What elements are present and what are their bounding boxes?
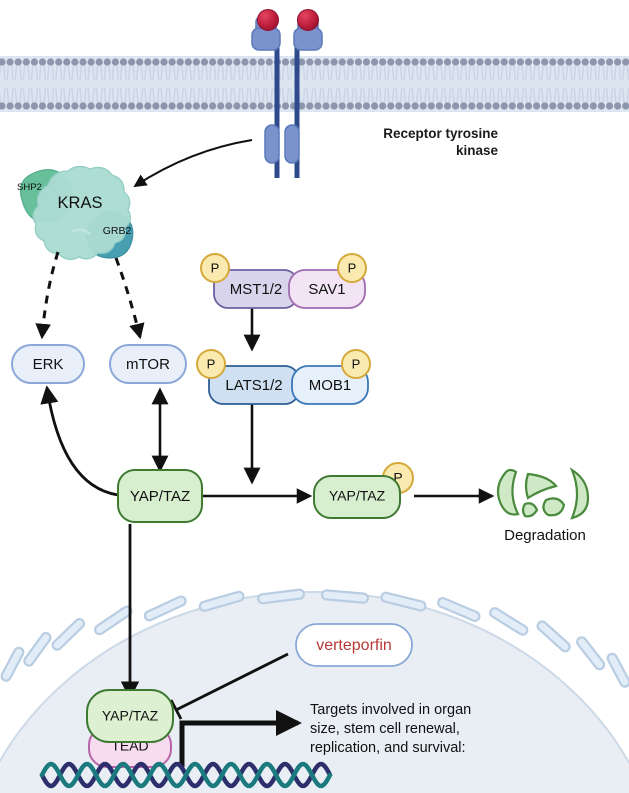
receptor-label-line1: Receptor tyrosine: [383, 126, 498, 141]
svg-text:mTOR: mTOR: [126, 356, 170, 373]
phospho-badge-mst: P: [200, 253, 230, 283]
svg-text:verteporfin: verteporfin: [316, 637, 392, 654]
nuclear-pores: [0, 588, 629, 688]
inhibition-bar: [169, 699, 183, 720]
receptor-tyrosine-kinase: [251, 9, 323, 178]
edge-rtk-to-kras: [133, 139, 253, 188]
targets-line1: Targets involved in organ: [310, 702, 471, 718]
kras-complex: [19, 165, 134, 261]
node-yaptaz-cytoplasmic[interactable]: YAP/TAZ: [117, 469, 203, 523]
svg-text:P: P: [207, 356, 216, 371]
degradation-icon: [496, 467, 590, 520]
edges: [35, 139, 495, 767]
kras-blob: [32, 165, 132, 261]
svg-text:P: P: [393, 470, 402, 486]
targets-line3: replication, and survival:: [310, 740, 466, 756]
degradation-label: Degradation: [504, 527, 586, 544]
svg-text:MOB1: MOB1: [309, 377, 352, 394]
node-yaptaz-nuclear[interactable]: YAP/TAZ: [86, 689, 174, 743]
svg-text:YAP/TAZ: YAP/TAZ: [329, 488, 386, 504]
svg-text:P: P: [348, 260, 357, 275]
phospho-badges: P P P P P: [196, 253, 414, 494]
grb2-label: GRB2: [103, 225, 132, 237]
node-yaptaz-phosphorylated[interactable]: YAP/TAZ: [313, 475, 401, 519]
svg-text:P: P: [211, 260, 220, 275]
edge-kras-to-erk: [35, 251, 60, 340]
svg-text:YAP/TAZ: YAP/TAZ: [102, 708, 159, 724]
ligand-right: [297, 9, 319, 31]
svg-text:MST1/2: MST1/2: [230, 281, 283, 298]
membrane-lipid-heads: [0, 58, 629, 110]
phospho-badge-mob1: P: [341, 349, 371, 379]
shp2-label: SHP2: [17, 182, 42, 193]
svg-text:ERK: ERK: [33, 356, 64, 373]
phospho-badge-lats: P: [196, 349, 226, 379]
dna-helix: [39, 761, 333, 789]
node-mtor[interactable]: mTOR: [109, 344, 187, 384]
edge-verteporfin-inhibition: [175, 652, 289, 712]
svg-text:P: P: [352, 356, 361, 371]
edge-kras-to-mtor: [114, 257, 145, 340]
node-mst12[interactable]: MST1/2: [213, 269, 299, 309]
node-verteporfin[interactable]: verteporfin: [295, 623, 413, 667]
svg-text:YAP/TAZ: YAP/TAZ: [130, 488, 190, 505]
edge-yaptaz-to-erk: [40, 385, 119, 497]
svg-text:SAV1: SAV1: [308, 281, 345, 298]
kras-label: KRAS: [58, 194, 103, 212]
node-lats12[interactable]: LATS1/2: [208, 365, 300, 405]
node-erk[interactable]: ERK: [11, 344, 85, 384]
receptor-label-line2: kinase: [456, 143, 499, 158]
targets-line2: size, stem cell renewal,: [310, 721, 460, 737]
edge-tead-to-targets: [179, 710, 302, 767]
ligand-left: [257, 9, 279, 31]
phospho-badge-sav1: P: [337, 253, 367, 283]
plasma-membrane: [0, 56, 629, 112]
svg-text:LATS1/2: LATS1/2: [225, 377, 282, 394]
membrane-lipid-tails: [0, 64, 629, 104]
